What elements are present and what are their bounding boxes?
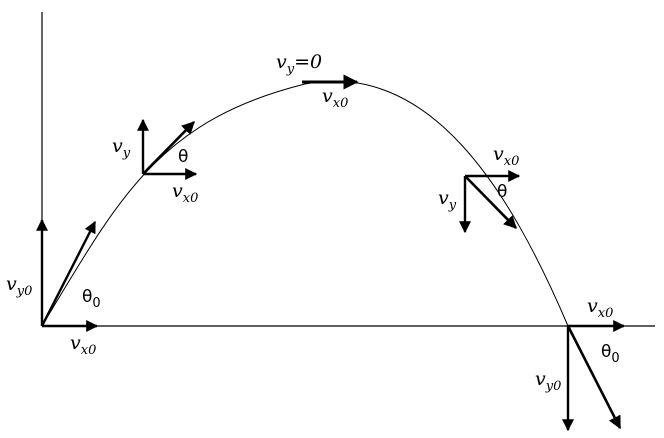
- launch-velocity-arrow: [40, 220, 97, 327]
- label-theta-rising: θ: [178, 147, 188, 167]
- label-theta0-right: θ0: [601, 342, 620, 366]
- label-vx0-top: vx0: [322, 85, 348, 111]
- label-vy-rising: vy: [112, 135, 131, 161]
- label-theta0-left: θ0: [82, 287, 101, 311]
- label-vy-falling: vy: [438, 187, 457, 213]
- label-vy0-left: vy0: [6, 273, 32, 299]
- trajectory-curve: [41, 80, 569, 327]
- label-vx0-rising: vx0: [172, 180, 198, 206]
- label-vy-top: vy=0: [276, 51, 322, 77]
- landing-velocity-arrow: [566, 325, 622, 430]
- label-vx0-left: vx0: [70, 332, 96, 358]
- label-vy0-right: vy0: [535, 368, 561, 394]
- label-vx0-falling: vx0: [493, 143, 519, 169]
- label-theta-falling: θ: [497, 182, 507, 202]
- label-vx0-right: vx0: [587, 295, 613, 321]
- rising-velocity-arrow: [142, 121, 195, 175]
- falling-velocity-arrow: [464, 175, 517, 229]
